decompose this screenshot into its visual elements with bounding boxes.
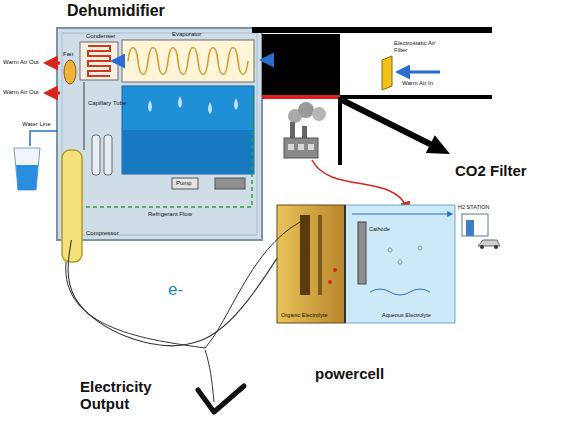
dehumidifier-illustration xyxy=(215,178,245,189)
part-label: Pump xyxy=(176,180,192,187)
dehumidifier-illustration xyxy=(46,92,60,95)
part-label: Water Line xyxy=(22,121,51,128)
factory-icon xyxy=(290,122,295,140)
part-label: Evaporator xyxy=(172,31,201,38)
dehumidifier-illustration xyxy=(113,60,121,63)
air-duct xyxy=(338,97,342,165)
air-duct xyxy=(252,27,492,33)
part-label: Cathode xyxy=(369,226,390,232)
powercell-panel: powercell xyxy=(277,205,455,323)
edge-label: e- xyxy=(166,281,185,298)
powercell-illustration xyxy=(344,205,346,323)
hydrogen-station-icon xyxy=(462,214,488,236)
air-duct xyxy=(252,30,492,165)
dehumidifier-illustration xyxy=(57,28,262,240)
wire xyxy=(66,222,300,402)
dehumidifier-illustration xyxy=(80,42,118,80)
factory-icon xyxy=(284,138,318,158)
factory-icon xyxy=(298,144,304,150)
powercell-illustration xyxy=(345,205,455,323)
co2-arrow xyxy=(342,100,450,154)
dehumidifier-illustration xyxy=(30,131,57,146)
part-label: Refrigerant Flow xyxy=(148,211,192,218)
hydrogen-station-icon xyxy=(466,220,474,236)
node-heading: Dehumidifier xyxy=(67,2,165,20)
co2-feed-line xyxy=(312,160,408,210)
callout-label: CO2 Filter xyxy=(455,162,527,179)
wire xyxy=(205,222,300,348)
powercell-illustration xyxy=(398,260,402,264)
dehumidifier-illustration xyxy=(83,82,84,150)
powercell-illustration xyxy=(300,215,310,295)
part-label: Fan xyxy=(63,51,73,58)
dehumidifier-illustration xyxy=(86,92,252,207)
dehumidifier-illustration xyxy=(148,96,238,114)
dehumidifier-illustration xyxy=(62,33,257,235)
wire xyxy=(66,262,205,348)
part-label: H2 STATION xyxy=(458,204,490,210)
air-duct xyxy=(262,95,492,99)
powercell-illustration xyxy=(352,213,452,214)
wire-connector xyxy=(68,240,277,346)
wire xyxy=(205,350,214,402)
factory-icon xyxy=(308,144,314,150)
air-duct xyxy=(262,59,272,62)
hydrogen-station-icon xyxy=(462,214,500,249)
powercell-illustration xyxy=(318,215,322,295)
dehumidifier-illustration xyxy=(92,135,100,175)
dehumidifier-illustration xyxy=(104,135,112,175)
hydrogen-station-icon xyxy=(478,240,500,246)
powercell-illustration xyxy=(358,222,366,284)
part-label: Warm Air In xyxy=(402,80,433,87)
dehumidifier-illustration xyxy=(16,165,38,190)
co2-arrow xyxy=(426,135,450,154)
dehumidifier-illustration xyxy=(46,62,60,65)
electrostatic-filter-icon xyxy=(382,56,392,90)
dehumidifier-illustration xyxy=(122,40,254,82)
dehumidifier-illustration xyxy=(172,178,198,189)
powercell-illustration xyxy=(333,268,337,272)
dehumidifier-illustration xyxy=(128,48,248,75)
powercell-illustration xyxy=(388,248,392,252)
dehumidifier-illustration xyxy=(122,86,254,174)
part-label: Warm Air Out xyxy=(3,59,39,66)
co2-arrow xyxy=(342,100,432,145)
dehumidifier-illustration xyxy=(64,60,76,84)
hydrogen-station-icon xyxy=(494,245,498,249)
node-heading: powercell xyxy=(315,365,384,382)
part-label: Organic Electrolyte xyxy=(281,312,327,318)
connector-group xyxy=(68,240,277,346)
part-label: Condenser xyxy=(86,33,115,40)
part-label: Warm Air Out xyxy=(3,89,39,96)
dehumidifier-illustration xyxy=(14,148,40,190)
electrostatic-filter-icon xyxy=(398,71,440,74)
part-label: Compressor xyxy=(86,230,119,237)
dehumidifier-illustration xyxy=(122,130,254,174)
part-label: Capillary Tube xyxy=(88,100,126,107)
powercell-illustration xyxy=(277,205,455,323)
air-duct xyxy=(262,95,340,99)
powercell-illustration xyxy=(370,289,430,295)
dehumidifier-illustration xyxy=(62,150,82,262)
part-label: Aqueous Electrolyte xyxy=(382,312,431,318)
dehumidifier-panel: Dehumidifier xyxy=(57,28,262,240)
electrostatic-filter-icon xyxy=(382,56,440,90)
dehumidifier-illustration xyxy=(88,46,110,76)
hydrogen-station-icon xyxy=(480,245,484,249)
powercell-illustration xyxy=(418,246,422,250)
factory-icon xyxy=(288,144,294,150)
callout-label: Electricity Output xyxy=(80,378,175,413)
factory-icon xyxy=(298,102,314,118)
powercell-illustration xyxy=(328,280,332,284)
powercell-illustration xyxy=(277,205,345,323)
air-duct xyxy=(262,34,340,96)
output-arrow xyxy=(198,386,244,412)
factory-icon xyxy=(284,102,326,158)
factory-icon xyxy=(312,107,326,121)
dehumidifier-illustration xyxy=(14,28,262,262)
part-label: Electrostatic Air Filter xyxy=(394,40,442,54)
